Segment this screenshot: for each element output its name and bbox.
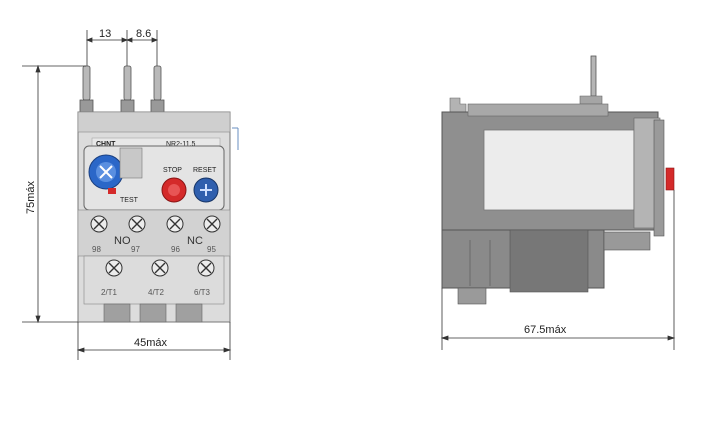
terminal-98: 98 <box>92 245 101 254</box>
no-label: NO <box>114 235 131 247</box>
test-indicator <box>108 188 116 194</box>
side-pin <box>590 55 597 97</box>
front-dimensions <box>22 30 232 360</box>
model-label: NR2-11.5 <box>166 141 196 148</box>
terminal-95: 95 <box>207 245 216 254</box>
terminal-97: 97 <box>131 245 140 254</box>
side-label-panel <box>483 129 635 211</box>
side-view <box>441 55 675 305</box>
test-label: TEST <box>120 197 139 204</box>
aux-screw-slots <box>93 218 218 230</box>
dim-height: 75máx <box>25 180 37 214</box>
front-view: CHNT NR2-11.5 TEST STOP RESET <box>77 65 239 323</box>
dim-pin-spacing-2: 8.6 <box>136 28 151 40</box>
dim-depth: 67.5máx <box>524 324 567 336</box>
pin-2 <box>123 65 132 101</box>
side-hook <box>449 97 467 113</box>
stop-label: STOP <box>163 167 182 174</box>
nc-label: NC <box>187 235 203 247</box>
reset-label: RESET <box>193 167 217 174</box>
setting-dial[interactable] <box>88 147 143 190</box>
dim-pin-spacing-1: 13 <box>99 28 111 40</box>
relay-top-band <box>77 111 231 133</box>
pin-1 <box>82 65 91 101</box>
bottom-feet <box>103 303 203 323</box>
dim-width: 45máx <box>134 337 168 349</box>
reset-button[interactable] <box>193 177 219 203</box>
terminal-6-t3: 6/T3 <box>194 288 211 297</box>
side-dimensions <box>440 190 676 350</box>
top-pins <box>79 65 165 115</box>
side-reset-button[interactable] <box>665 167 675 191</box>
stop-button[interactable] <box>161 177 187 203</box>
pin-3 <box>153 65 162 101</box>
terminal-96: 96 <box>171 245 180 254</box>
terminal-4-t2: 4/T2 <box>148 288 165 297</box>
brand-label: CHNT <box>96 141 116 148</box>
main-screw-slots <box>108 262 212 274</box>
terminal-2-t1: 2/T1 <box>101 288 118 297</box>
